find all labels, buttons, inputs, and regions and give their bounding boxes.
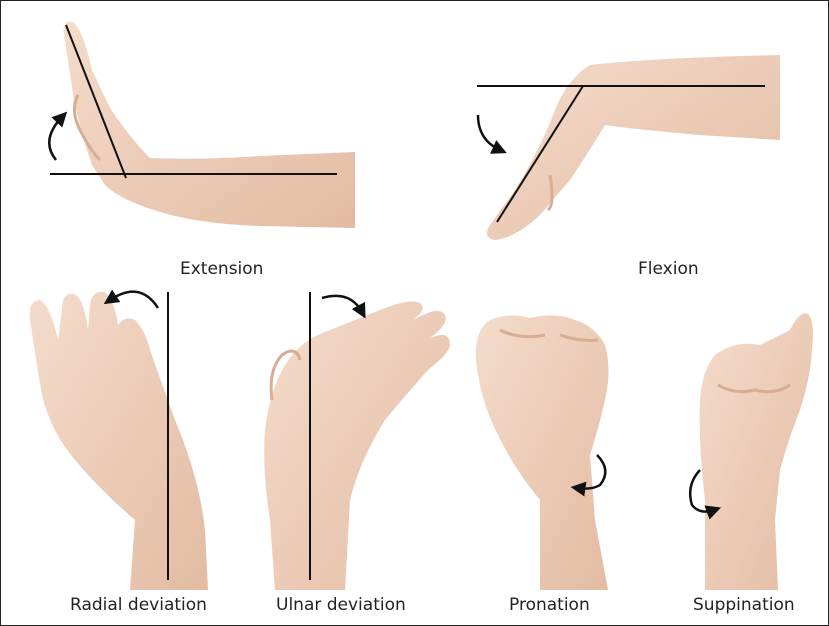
radial-deviation-caption: Radial deviation — [70, 595, 207, 615]
suppination-photo — [690, 313, 813, 590]
radial-deviation-photo — [30, 292, 208, 590]
ulnar-deviation-caption: Ulnar deviation — [276, 595, 406, 615]
extension-caption: Extension — [180, 259, 263, 279]
suppination-caption: Suppination — [693, 595, 795, 615]
pronation-photo — [476, 315, 609, 590]
flexion-photo — [477, 55, 780, 240]
pronation-caption: Pronation — [509, 595, 590, 615]
ulnar-deviation-photo — [264, 292, 450, 590]
flexion-caption: Flexion — [638, 259, 699, 279]
extension-photo — [49, 22, 355, 228]
